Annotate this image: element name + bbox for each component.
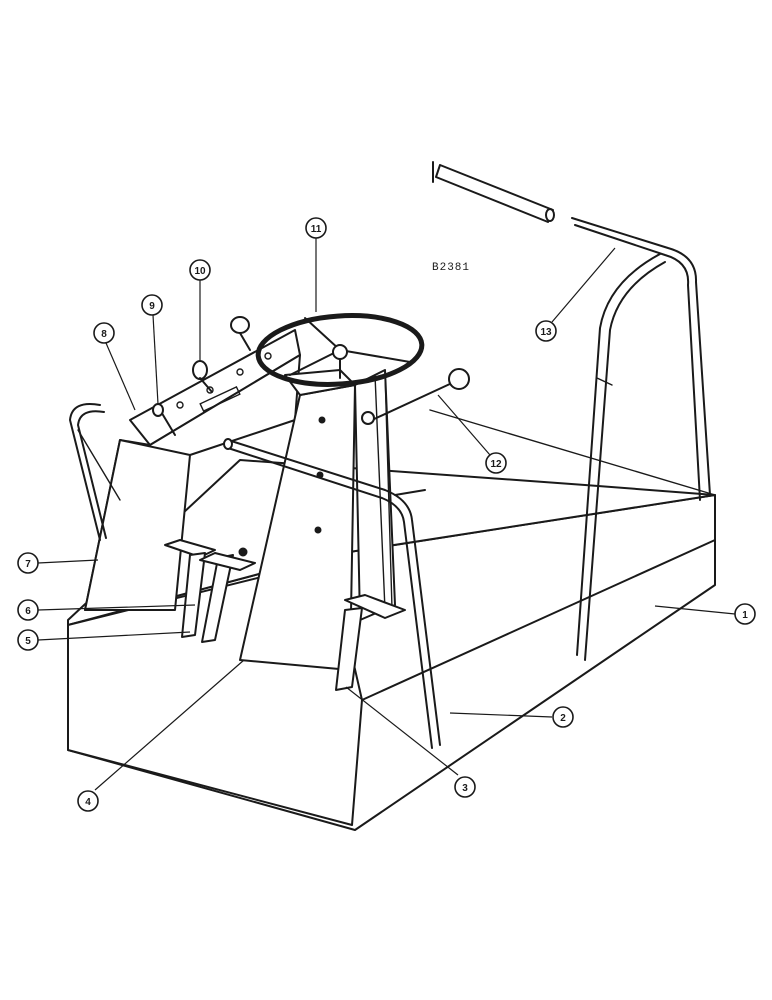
callout-label-5: 5 [25,636,31,647]
callout-circle-5 [17,629,39,651]
callout-circle-13 [535,320,557,342]
callout-circle-3 [454,776,476,798]
handrail-left [69,403,121,541]
callout-circle-2 [552,706,574,728]
drawing-code: B2381 [432,262,470,274]
top-knob [230,316,251,351]
pedals-left [164,539,256,643]
callout-circle-4 [77,790,99,812]
callout-circle-9 [141,294,163,316]
callout-circle-6 [17,599,39,621]
callout-label-3: 3 [462,783,468,794]
callout-label-2: 2 [560,713,566,724]
rops-frame [432,161,711,661]
callout-label-9: 9 [149,301,155,312]
callout-label-10: 10 [194,266,206,277]
callouts: 1 2 3 4 5 6 7 8 9 10 [17,217,756,812]
callout-circle-8 [93,322,115,344]
callout-label-7: 7 [25,559,31,570]
steering-wheel [255,313,425,387]
callout-label-11: 11 [311,224,322,235]
callout-label-12: 12 [490,459,502,470]
callout-label-6: 6 [25,606,31,617]
pedal-right [335,594,406,691]
callout-label-13: 13 [540,327,552,338]
gear-lever [361,368,470,425]
callout-label-4: 4 [85,797,91,808]
callout-label-1: 1 [742,610,748,621]
callout-label-8: 8 [101,329,107,340]
callout-circle-10 [189,259,211,281]
callout-circle-12 [485,452,507,474]
callout-circle-11 [305,217,327,239]
callout-circle-7 [17,552,39,574]
callout-circle-1 [734,603,756,625]
handrail-side [223,438,441,749]
dash-panel [84,329,301,611]
